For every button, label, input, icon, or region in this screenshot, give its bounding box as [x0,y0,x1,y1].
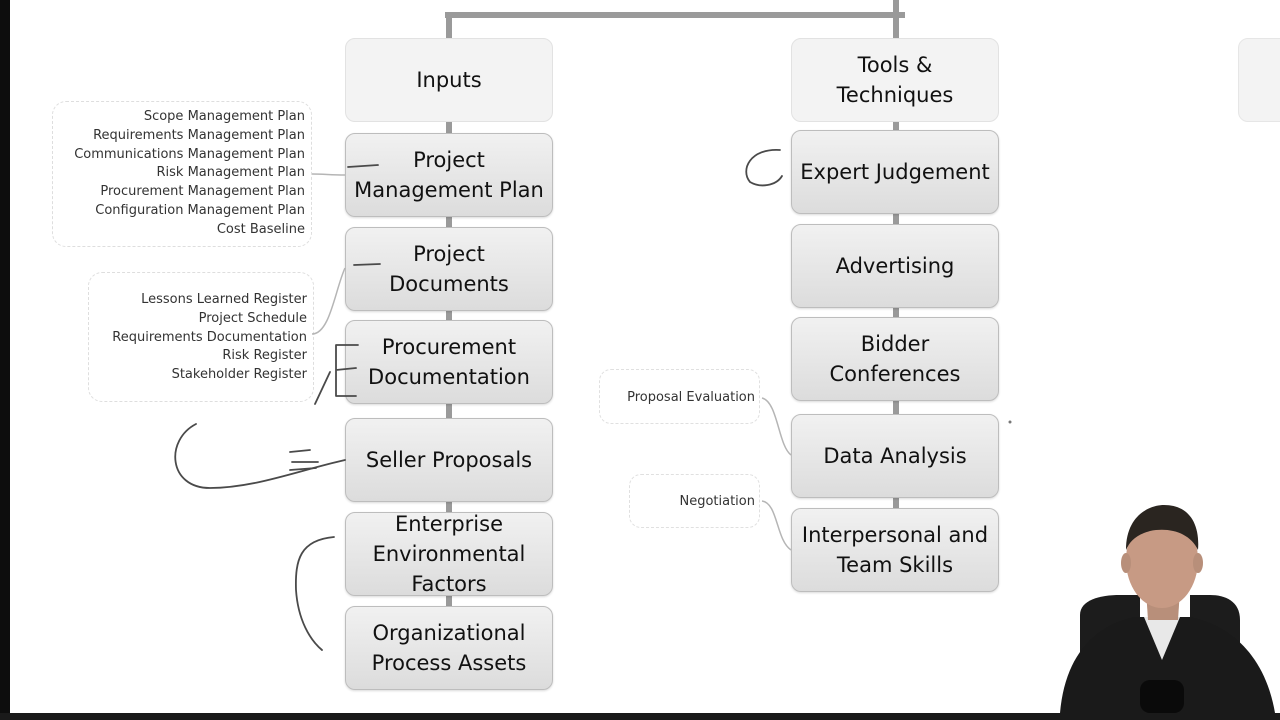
tool-label: Bidder Conferences [829,332,961,386]
negotiation-label: Negotiation [679,494,755,509]
tool-expert-judgement: Expert Judgement [791,130,999,214]
project-documents-components-note: Lessons Learned Register Project Schedul… [88,272,314,402]
ear-left [1121,553,1131,573]
ear-right [1193,553,1203,573]
pmp-callout-connector [311,173,346,176]
input-project-management-plan: Project Management Plan [345,133,553,217]
tool-label: Advertising [835,254,955,278]
pd-components-list: Lessons Learned Register Project Schedul… [112,291,307,385]
tools-header-label: Tools & Techniques [836,53,954,107]
ink-dot [1008,420,1012,424]
pmp-component: Scope Management Plan [143,109,305,124]
pmp-component: Risk Management Plan [156,165,305,181]
pd-callout-connector [311,267,346,335]
tools-header: Tools & Techniques [791,38,999,122]
input-organizational-process-assets: Organizational Process Assets [345,606,553,690]
ink-mark-expert [745,149,783,187]
tool-label: Data Analysis [823,444,967,468]
microphone [1140,680,1184,713]
inputs-top-connector [446,12,452,42]
pmp-component: Communications Management Plan [74,146,305,162]
presenter-image [1040,495,1280,713]
proposal-evaluation-connector [761,397,792,456]
input-label: Project Management Plan [354,148,544,202]
shirt [1144,617,1180,660]
pd-component: Project Schedule [198,310,307,326]
project-management-plan-components-note: Scope Management Plan Requirements Manag… [52,101,312,247]
pmp-components-list: Scope Management Plan Requirements Manag… [74,108,305,240]
ink-scribble-seller [289,449,319,471]
input-label: Procurement Documentation [368,335,530,389]
screen-bottom-edge [0,713,1280,720]
tool-interpersonal-team-skills: Interpersonal and Team Skills [791,508,999,592]
pd-component: Risk Register [222,348,307,364]
top-connector [445,12,905,18]
pd-component: Requirements Documentation [112,329,307,345]
pmp-component: Configuration Management Plan [95,202,305,218]
inputs-header-label: Inputs [416,68,482,92]
tool-advertising: Advertising [791,224,999,308]
input-enterprise-environmental-factors: Enterprise Environmental Factors [345,512,553,596]
ink-curve-seller [174,423,346,489]
input-seller-proposals: Seller Proposals [345,418,553,502]
input-label: Project Documents [389,242,509,296]
presenter-video [1040,495,1280,713]
screen-left-edge [0,0,10,720]
input-label: Organizational Process Assets [371,621,527,675]
tool-data-analysis: Data Analysis [791,414,999,498]
hair [1126,505,1199,550]
ink-curve-eef [295,536,335,651]
input-label: Seller Proposals [365,448,533,472]
head [1126,512,1198,608]
ink-bracket-procurement [335,344,359,397]
ink-mark-pd [353,263,381,266]
tool-label: Expert Judgement [800,160,990,184]
ink-mark-pmp [347,164,379,168]
negotiation-connector [761,500,792,551]
pmp-component: Cost Baseline [216,221,305,237]
tool-bidder-conferences: Bidder Conferences [791,317,999,401]
pmp-component: Requirements Management Plan [93,127,305,143]
tool-label: Interpersonal and Team Skills [801,523,989,577]
proposal-evaluation-label: Proposal Evaluation [627,390,755,405]
input-procurement-documentation: Procurement Documentation [345,320,553,404]
ink-stroke-procurement [314,371,331,405]
input-project-documents: Project Documents [345,227,553,311]
suit-body [1060,617,1275,713]
inputs-header: Inputs [345,38,553,122]
pd-component: Lessons Learned Register [141,292,307,307]
outputs-header-partial [1238,38,1280,122]
proposal-evaluation-note: Proposal Evaluation [599,369,760,424]
input-label: Enterprise Environmental Factors [372,512,526,596]
pmp-component: Procurement Management Plan [100,184,305,200]
pd-component: Stakeholder Register [171,367,307,383]
negotiation-note: Negotiation [629,474,760,528]
tools-top-connector [893,0,899,42]
